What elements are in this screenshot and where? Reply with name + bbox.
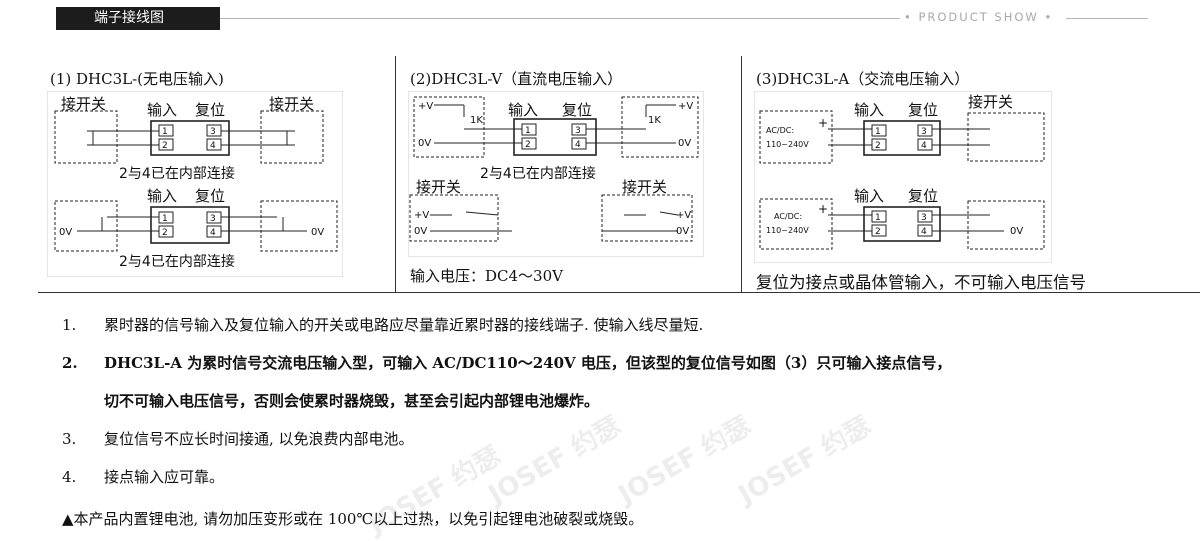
p1-bottom-t2: 2	[162, 228, 168, 238]
p3-top-t2: 2	[875, 141, 881, 151]
p2-top-t1: 1	[525, 126, 531, 136]
watermark-2: JOSEF 约瑟	[483, 410, 626, 511]
p2-top-t2: 2	[525, 140, 531, 150]
battery-warning: ▲本产品内置锂电池, 请勿加压变形或在 100℃以上过热，以免引起锂电池破裂或烧…	[62, 510, 644, 528]
p3-top-t3: 3	[921, 127, 927, 137]
panel-1-title: (1) DHC3L-(无电压输入)	[50, 70, 224, 88]
p1-bottom-reset: 复位	[195, 187, 225, 205]
panel-3-diagram: 输入 复位 接开关 + AC/DC: 110~240V 1 2 3 4 输入 复…	[754, 91, 1052, 263]
p2-top-left-resistor: 1K	[470, 115, 483, 126]
note-2: 2. DHC3L-A 为累时信号交流电压输入型，可输入 AC/DC110～240V…	[62, 352, 951, 373]
p1-bottom-t4: 4	[210, 228, 216, 238]
note-4-num: 4.	[62, 468, 77, 486]
note-3: 3. 复位信号不应长时间接通, 以免浪费内部电池。	[62, 428, 414, 449]
p2-top-t4: 4	[575, 140, 581, 150]
p3-bottom-t1: 1	[875, 213, 881, 223]
p1-top-t1: 1	[162, 127, 168, 137]
p2-top-left-0v: 0V	[418, 138, 431, 149]
p1-top-input: 输入	[147, 101, 177, 119]
panel-2-title: (2)DHC3L-V（直流电压输入）	[410, 70, 623, 88]
note-3-num: 3.	[62, 430, 77, 448]
p3-bottom-source-1: AC/DC:	[774, 212, 802, 221]
p2-bottom-left-posv: +V	[414, 210, 429, 221]
p3-bottom-reset: 复位	[908, 187, 938, 205]
p1-top-t4: 4	[210, 141, 216, 151]
note-2-continuation: 切不可输入电压信号，否则会使累时器烧毁，甚至会引起内部锂电池爆炸。	[104, 390, 599, 411]
p1-top-switch-left: 接开关	[61, 95, 106, 113]
p1-top-reset: 复位	[195, 101, 225, 119]
p1-bottom-input: 输入	[147, 187, 177, 205]
panel-2-diagram: +V 0V 1K +V 0V 1K 输入 复位 1 2 3 4 2与4已在内部连…	[408, 91, 704, 257]
p2-top-reset: 复位	[562, 101, 592, 119]
p1-bottom-t1: 1	[162, 214, 168, 224]
section-title: 端子接线图	[56, 7, 220, 30]
p1-top-switch-right: 接开关	[269, 95, 314, 113]
note-1-text: 累时器的信号输入及复位输入的开关或电路应尽量靠近累时器的接线端子. 使输入线尽量…	[104, 316, 704, 334]
p3-bottom-plus: +	[818, 202, 828, 216]
panel-3-title: (3)DHC3L-A（交流电压输入）	[756, 70, 970, 88]
panel-bottom-rule	[38, 292, 1200, 293]
p1-bottom-t3: 3	[210, 214, 216, 224]
p3-bottom-t3: 3	[921, 213, 927, 223]
note-2-num: 2.	[62, 354, 78, 372]
brand-text: PRODUCT SHOW	[918, 10, 1039, 24]
header-divider-left	[220, 18, 900, 19]
note-4-text: 接点输入应可靠。	[104, 468, 225, 486]
p1-top-t3: 3	[210, 127, 216, 137]
p2-top-t3: 3	[575, 126, 581, 136]
p3-bottom-right-0v: 0V	[1010, 226, 1023, 237]
p2-top-right-0v: 0V	[678, 138, 691, 149]
p2-bottom-right-0v: 0V	[676, 226, 689, 237]
p2-top-input: 输入	[508, 101, 538, 119]
note-1-num: 1.	[62, 316, 77, 334]
p2-top-left-posv: +V	[418, 101, 433, 112]
p1-top-t2: 2	[162, 141, 168, 151]
p3-top-plus: +	[818, 116, 828, 130]
panel-3-note: 复位为接点或晶体管输入，不可输入电压信号	[756, 273, 1086, 292]
panel-1-diagram: 接开关 输入 复位 接开关 1 2 3 4 2与4已在内部连接 输入 复位 0V…	[47, 91, 343, 277]
note-1: 1. 累时器的信号输入及复位输入的开关或电路应尽量靠近累时器的接线端子. 使输入线…	[62, 314, 703, 335]
watermark-4: JOSEF 约瑟	[733, 410, 876, 511]
note-3-text: 复位信号不应长时间接通, 以免浪费内部电池。	[104, 430, 414, 448]
brand-label: • PRODUCT SHOW •	[904, 10, 1054, 24]
header-divider-right	[1066, 18, 1148, 19]
p2-bottom-switch-right: 接开关	[622, 178, 667, 196]
note-4: 4. 接点输入应可靠。	[62, 466, 224, 487]
note-2-cont-text: 切不可输入电压信号，否则会使累时器烧毁，甚至会引起内部锂电池爆炸。	[104, 392, 600, 410]
panel-divider-1	[395, 56, 396, 293]
panel-2-note: 输入电压：DC4～30V	[410, 267, 563, 285]
watermark-3: JOSEF 约瑟	[613, 410, 756, 511]
p1-bottom-caption: 2与4已在内部连接	[119, 253, 235, 270]
p2-top-right-resistor: 1K	[648, 115, 661, 126]
p2-bottom-right-posv: +V	[676, 210, 691, 221]
note-2-text: DHC3L-A 为累时信号交流电压输入型，可输入 AC/DC110～240V 电…	[104, 354, 952, 372]
p2-top-right-posv: +V	[678, 101, 693, 112]
p1-bottom-left-0v: 0V	[59, 227, 72, 238]
p3-top-source-1: AC/DC:	[766, 126, 794, 135]
p3-bottom-t2: 2	[875, 227, 881, 237]
p3-top-t4: 4	[921, 141, 927, 151]
p2-top-caption: 2与4已在内部连接	[480, 165, 596, 182]
p2-bottom-left-0v: 0V	[414, 226, 427, 237]
panel-divider-2	[741, 56, 742, 293]
p1-top-caption: 2与4已在内部连接	[119, 165, 235, 182]
p3-top-input: 输入	[854, 101, 884, 119]
p3-bottom-source-2: 110~240V	[766, 226, 809, 235]
p3-top-switch: 接开关	[968, 93, 1013, 111]
p3-top-reset: 复位	[908, 101, 938, 119]
p3-bottom-input: 输入	[854, 187, 884, 205]
p3-top-t1: 1	[875, 127, 881, 137]
p1-bottom-right-0v: 0V	[311, 227, 324, 238]
p2-bottom-switch-left: 接开关	[416, 178, 461, 196]
p3-bottom-t4: 4	[921, 227, 927, 237]
p3-top-source-2: 110~240V	[766, 140, 809, 149]
